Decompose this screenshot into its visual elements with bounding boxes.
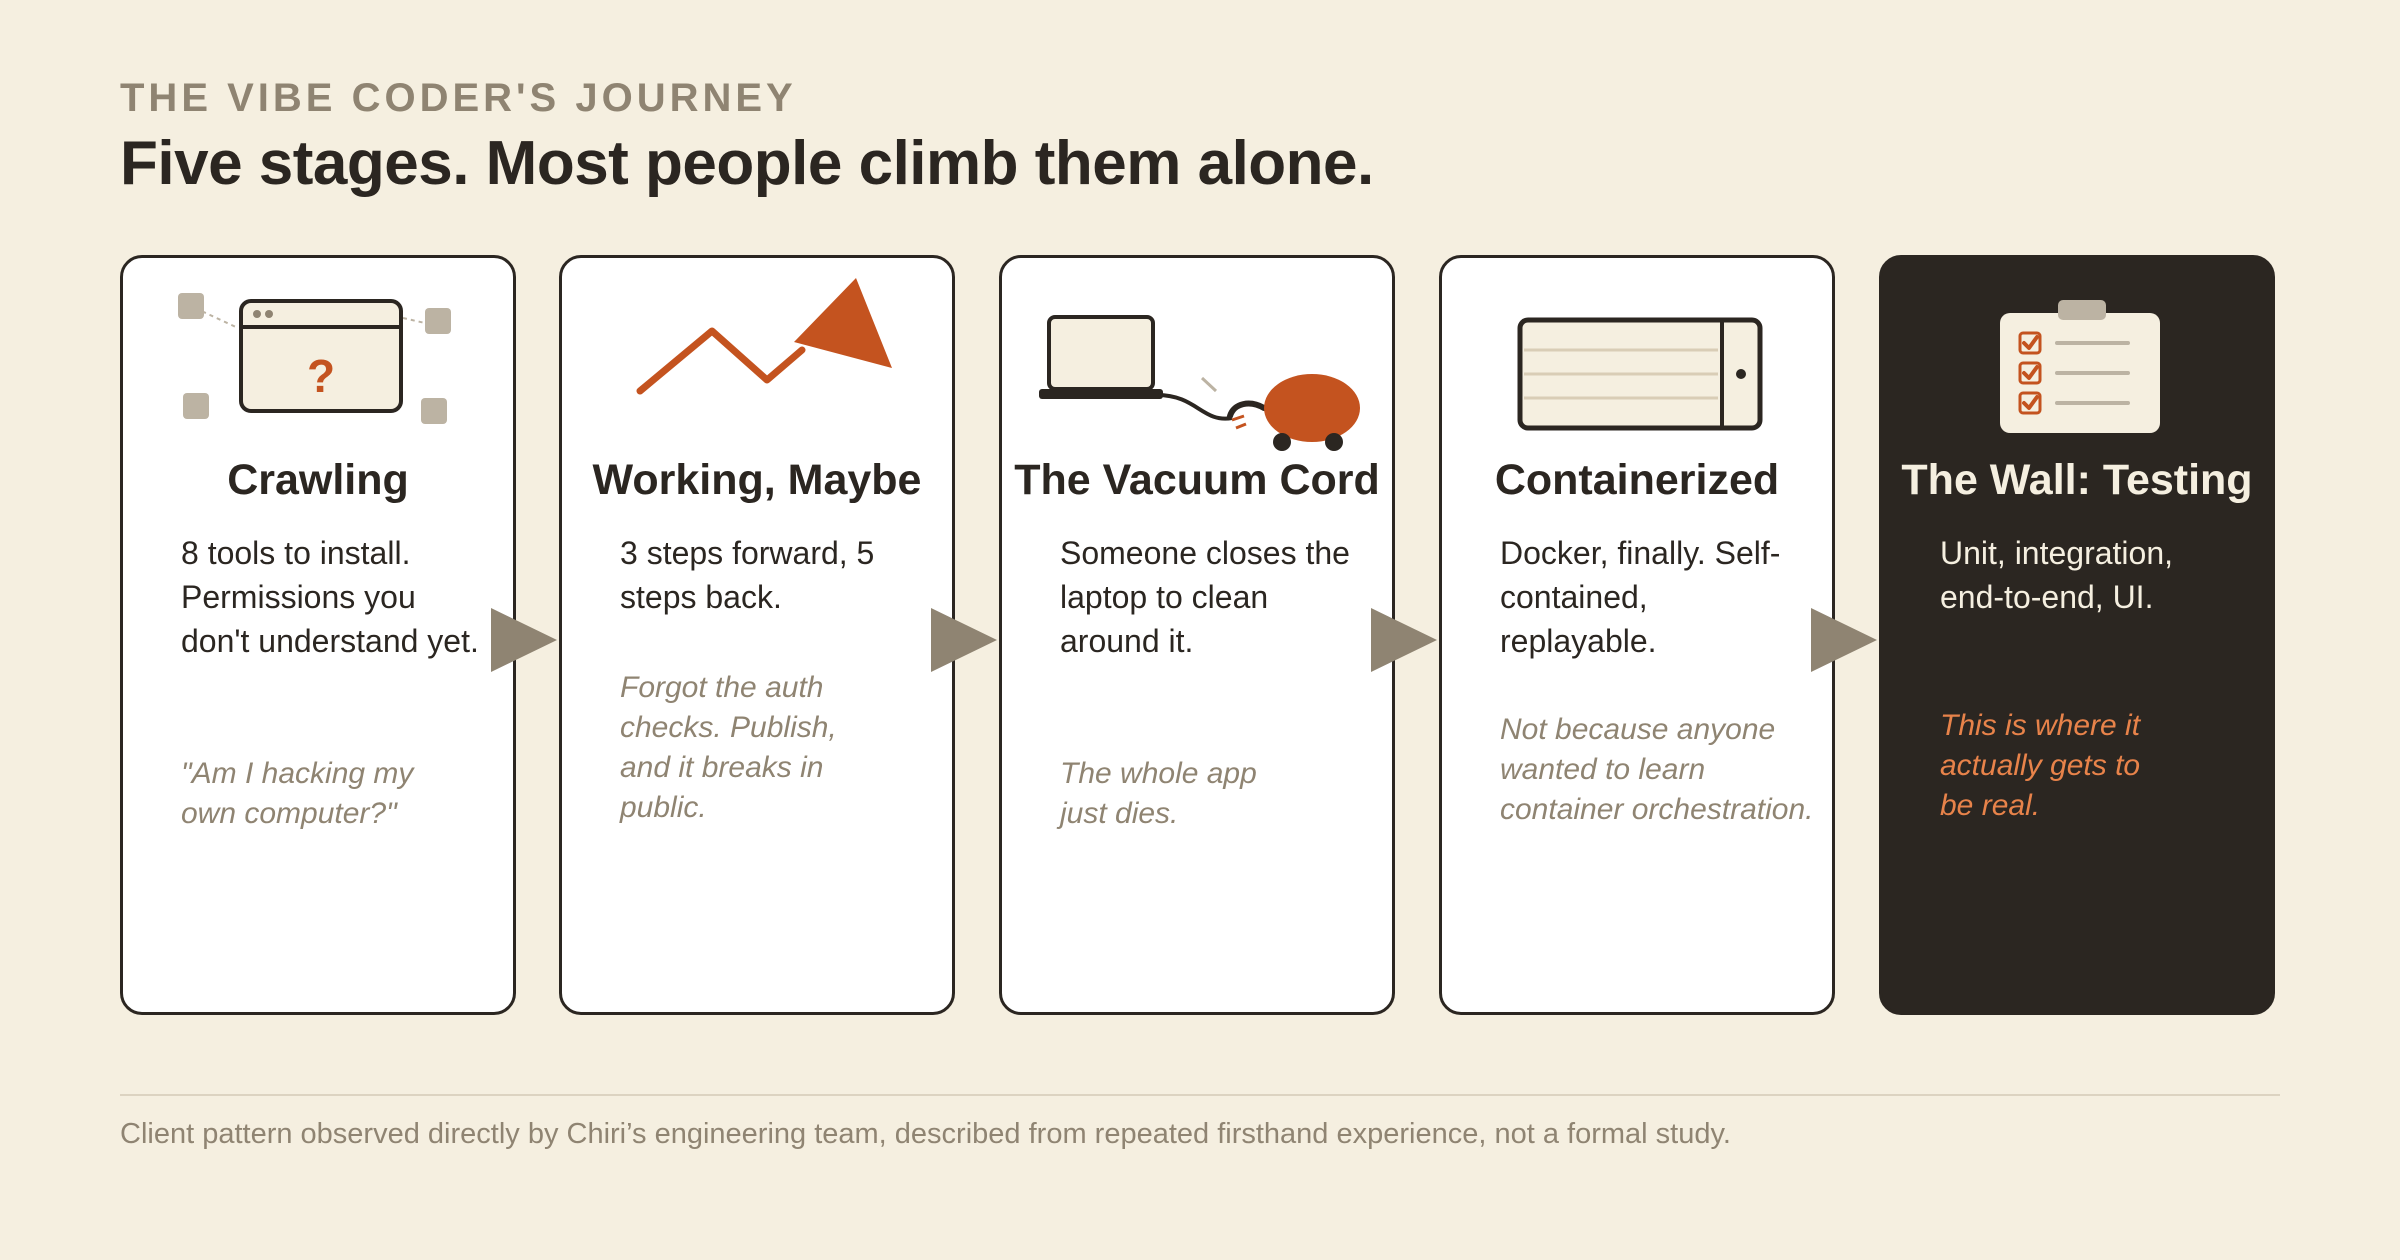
stage-quote: This is where it actually gets to be rea… bbox=[1940, 709, 2141, 822]
stage-quote: Not because anyone wanted to learn conta… bbox=[1500, 713, 1814, 826]
arrow-icon bbox=[931, 608, 997, 672]
stage-card-crawling: ? Crawling 8 tools to install. Permissio… bbox=[120, 255, 516, 1015]
arrow-icon bbox=[491, 608, 557, 672]
stage-quote: Forgot the auth checks. Publish, and it … bbox=[620, 671, 837, 824]
footer-divider bbox=[120, 1094, 2280, 1096]
stage-quote: The whole app just dies. bbox=[1060, 757, 1257, 830]
stage-title: Crawling bbox=[227, 456, 409, 504]
browser-window-question-icon: ? bbox=[178, 293, 451, 424]
stage-quote: "Am I hacking my own computer?" bbox=[181, 757, 414, 830]
stage-description: 8 tools to install. Permissions you don'… bbox=[181, 535, 479, 659]
stage-title: The Vacuum Cord bbox=[1014, 456, 1380, 504]
container-icon bbox=[1517, 317, 1763, 431]
footnote: Client pattern observed directly by Chir… bbox=[120, 1118, 1731, 1150]
stage-description: Someone closes the laptop to clean aroun… bbox=[1060, 535, 1350, 659]
eyebrow-label: THE VIBE CODER'S JOURNEY bbox=[120, 76, 797, 120]
stage-card-testing: The Wall: Testing Unit, integration, end… bbox=[1879, 255, 2275, 1015]
stage-card-containerized: Containerized Docker, finally. Self-cont… bbox=[1439, 255, 1835, 1015]
arrow-icon bbox=[1811, 608, 1877, 672]
stage-title: Containerized bbox=[1494, 456, 1780, 504]
stage-card-vacuum-cord: The Vacuum Cord Someone closes the lapto… bbox=[999, 255, 1395, 1015]
stage-description: 3 steps forward, 5 steps back. bbox=[620, 535, 875, 615]
stage-title: Working, Maybe bbox=[592, 456, 922, 504]
arrow-icon bbox=[1371, 608, 1437, 672]
stage-description: Unit, integration, end-to-end, UI. bbox=[1940, 535, 2174, 615]
laptop-vacuum-icon bbox=[1039, 315, 1360, 451]
page-title: Five stages. Most people climb them alon… bbox=[120, 129, 1374, 198]
checklist-clipboard-icon bbox=[2000, 300, 2160, 433]
stage-title: The Wall: Testing bbox=[1901, 456, 2253, 504]
question-mark-glyph: ? bbox=[307, 350, 335, 402]
zigzag-arrow-icon bbox=[636, 278, 892, 395]
stage-description: Docker, finally. Self-contained, replaya… bbox=[1500, 535, 1781, 659]
stage-card-working-maybe: Working, Maybe 3 steps forward, 5 steps … bbox=[559, 255, 955, 1015]
